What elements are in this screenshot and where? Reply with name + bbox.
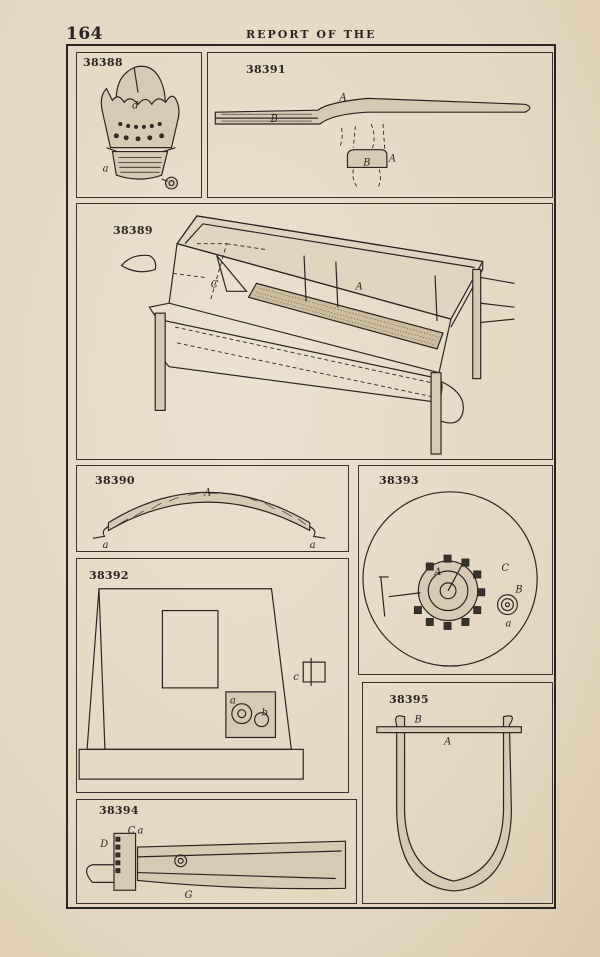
figure-plate-frame [66,44,556,909]
figure-38394-label-c: C [128,825,136,836]
figure-38394-label-g: G [185,890,193,901]
figure-38388-panel: 38388 d a [76,52,202,198]
figure-38394-number: 38394 [99,804,139,817]
figure-38391-label-a2: A [388,153,396,164]
figure-38392-number: 38392 [89,569,129,582]
figure-38394-label-a: a [138,825,144,836]
figure-38389-number: 38389 [113,224,153,237]
figure-38391-label-b2: B [362,157,370,168]
figure-38393-label-b: B [514,585,522,596]
figure-38388-label-d: d [132,100,138,111]
figure-38393-number: 38393 [379,474,419,487]
figure-38393-drawing: A C B a [362,491,538,667]
figure-38393-label-c: C [502,563,510,574]
page-number: 164 [66,24,103,44]
figure-38389-label-c: C [211,279,219,290]
figure-38395-panel: 38395 B A [362,682,553,904]
figure-38393-label-a: A [433,567,441,578]
figure-38392-label-b: b [262,708,268,719]
figure-38388-drawing: d a [100,65,180,190]
figure-38390-drawing: A a a [92,487,326,551]
figure-38392-label-c: c [293,672,299,683]
figure-38395-label-b: B [413,715,421,726]
figure-38395-number: 38395 [389,693,429,706]
figure-38392-label-a: a [230,696,236,707]
running-head: REPORT OF THE [246,28,377,41]
figure-38389-label-a: A [355,281,363,292]
figure-38392-drawing: c a b [78,588,326,780]
figure-38394-label-d: D [99,839,108,850]
figure-38391-number: 38391 [246,63,286,76]
figure-38390-number: 38390 [95,474,135,487]
figure-38391-label-a: A [339,92,347,103]
figure-38391-drawing: A B A B [214,92,531,190]
figure-38390-label-a-left: a [103,540,109,551]
figure-38388-label-a: a [103,163,109,174]
figure-38395-label-a: A [443,737,451,748]
figure-38393-label-a-small: a [505,618,511,629]
figure-38390-label-a: A [203,487,211,498]
figure-38395-drawing: B A [376,715,522,892]
figure-38389-drawing: C A [120,215,515,455]
figure-38394-panel: 38394 C a D G [76,799,357,904]
figure-38391-label-b: B [270,114,278,125]
figure-38388-number: 38388 [83,56,123,69]
figure-38390-label-a-right: a [310,540,316,551]
figure-38394-drawing: C a D G [85,825,347,901]
figure-38392-panel: 38392 c a b [76,558,349,793]
figure-38389-panel: 38389 C A [76,203,553,460]
figure-38391-panel: 38391 A B A B [207,52,553,198]
figure-38393-panel: 38393 A C B a [358,465,553,675]
figure-38390-panel: 38390 A a a [76,465,349,552]
